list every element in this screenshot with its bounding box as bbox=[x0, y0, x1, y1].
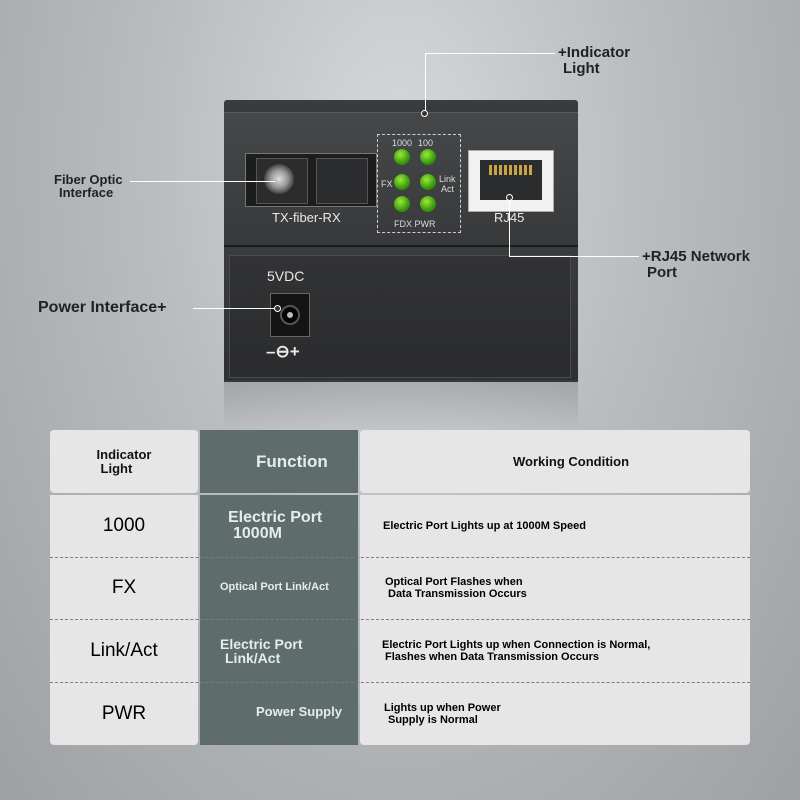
fiber-ferrule-icon bbox=[264, 164, 294, 194]
polarity-icon: –⊖+ bbox=[266, 342, 300, 361]
power-label: 5VDC bbox=[267, 268, 305, 284]
callout-power-interface: Power Interface+ bbox=[38, 299, 167, 316]
callout-dot-rj45 bbox=[506, 194, 513, 201]
led-fdx-icon bbox=[394, 196, 410, 212]
row-link-act-function: Electric Port Link/Act bbox=[220, 635, 303, 666]
led-label-100: 100 bbox=[418, 138, 434, 148]
row-pwr-function: Power Supply bbox=[256, 704, 342, 719]
led-1000-icon bbox=[394, 149, 410, 165]
row-1000-indicator: 1000 bbox=[102, 515, 146, 536]
row-pwr-condition: Lights up when Power Supply is Normal bbox=[384, 701, 501, 726]
fiber-label: TX-fiber-RX bbox=[272, 210, 341, 225]
led-label-1000: 1000 bbox=[392, 138, 413, 148]
row-fx-condition: Optical Port Flashes when Data Transmiss… bbox=[385, 576, 527, 600]
media-converter-front-panel: TX-fiber-RX 1000 100 FX Link Act FDX PWR… bbox=[224, 100, 578, 246]
row-1000-condition: Electric Port Lights up at 1000M Speed bbox=[383, 520, 586, 532]
row-fx-function: Optical Port Link/Act bbox=[220, 581, 329, 593]
indicator-table: Indicator Light Function Working Conditi… bbox=[50, 430, 750, 745]
callout-dot-indicator bbox=[421, 110, 428, 117]
led-link-icon bbox=[420, 174, 436, 190]
callout-fiber-optic: Fiber Optic Interface bbox=[54, 172, 123, 200]
rj45-port bbox=[468, 150, 554, 212]
row-1000-function: Electric Port 1000M bbox=[228, 509, 323, 542]
fiber-optic-port bbox=[245, 153, 377, 207]
header-indicator-light: Indicator Light bbox=[50, 430, 198, 493]
header-working-condition: Working Condition bbox=[360, 430, 750, 493]
rj45-pins-icon bbox=[489, 165, 533, 175]
led-100-icon bbox=[420, 149, 436, 165]
callout-dot-power bbox=[274, 305, 281, 312]
power-pin-icon bbox=[287, 312, 293, 318]
row-fx-indicator: FX bbox=[111, 577, 137, 598]
led-fx-icon bbox=[394, 174, 410, 190]
led-label-fx: FX bbox=[381, 179, 393, 189]
row-link-act-indicator: Link/Act bbox=[90, 639, 158, 661]
led-pwr-icon bbox=[420, 196, 436, 212]
callout-rj45-network: +RJ45 Network Port bbox=[642, 248, 750, 281]
row-link-act-condition: Electric Port Lights up when Connection … bbox=[382, 638, 651, 663]
header-function: Function bbox=[200, 430, 358, 493]
device-reflection bbox=[224, 380, 578, 430]
front-panel-face: TX-fiber-RX 1000 100 FX Link Act FDX PWR… bbox=[224, 112, 578, 246]
led-label-fdx-pwr: FDX PWR bbox=[394, 219, 436, 229]
indicator-led-panel: 1000 100 FX Link Act FDX PWR bbox=[377, 134, 461, 233]
dc-power-jack bbox=[270, 293, 310, 337]
row-pwr-indicator: PWR bbox=[101, 702, 147, 724]
media-converter-rear-panel: 5VDC –⊖+ bbox=[224, 245, 578, 382]
led-label-act: Act bbox=[441, 184, 455, 194]
callout-indicator-light: +Indicator Light bbox=[558, 44, 631, 77]
led-label-link: Link bbox=[439, 174, 456, 184]
